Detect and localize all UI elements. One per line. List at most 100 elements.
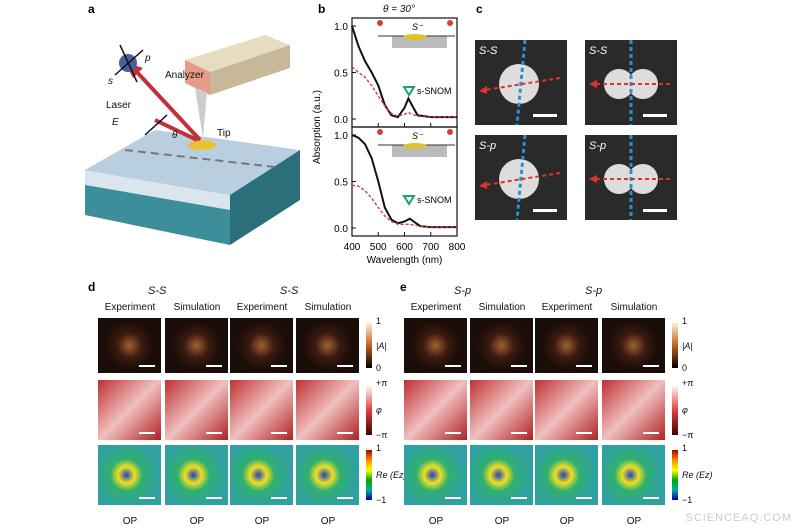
- substrate-side: [230, 150, 300, 245]
- arrow-head-icon: [589, 80, 597, 88]
- group-label: S-p: [454, 285, 472, 297]
- field-map: [165, 445, 228, 505]
- arrow-head-icon: [479, 181, 487, 189]
- colorbar: [672, 385, 678, 435]
- plot-frame: [351, 126, 458, 237]
- nanoparticle: [188, 140, 216, 150]
- op-label: OP: [254, 516, 270, 527]
- scale-bar: [511, 365, 527, 367]
- amplitude-map: [296, 318, 359, 373]
- phase-map: [470, 380, 533, 440]
- polarization-label: S-S: [479, 45, 498, 57]
- inset-particle: [403, 34, 427, 40]
- phase-map: [602, 380, 665, 440]
- tip: [195, 88, 207, 138]
- amplitude-map: [98, 318, 161, 373]
- x-tick-label: 600: [396, 242, 413, 253]
- x-tick-label: 700: [422, 242, 439, 253]
- sem-image: [475, 40, 567, 125]
- group-label: S-p: [585, 285, 603, 297]
- scale-bar: [576, 432, 592, 434]
- inset-label: S⁻: [412, 22, 424, 32]
- scale-bar: [139, 432, 155, 434]
- scale-bar: [337, 497, 353, 499]
- group-label: S-S: [148, 285, 167, 297]
- x-tick-label: 500: [370, 242, 387, 253]
- phase-map: [404, 380, 467, 440]
- phase-map: [98, 380, 161, 440]
- sem-image: [585, 135, 677, 220]
- s-snom-marker-icon: [402, 195, 416, 206]
- field-map: [296, 445, 359, 505]
- scale-bar: [271, 497, 287, 499]
- amplitude-map: [230, 318, 293, 373]
- op-label: OP: [559, 516, 575, 527]
- y-tick-label: 0.5: [334, 178, 348, 189]
- chart-title: θ = 30°: [383, 4, 415, 15]
- colorbar-max: 1: [682, 443, 688, 453]
- sem-image: [585, 40, 677, 125]
- panel-c-label: c: [476, 2, 483, 16]
- y-tick-label: 0.0: [334, 224, 348, 235]
- scale-bar: [337, 432, 353, 434]
- scale-bar: [337, 365, 353, 367]
- y-tick-label: 1.0: [334, 22, 348, 33]
- label-theta: θ: [172, 130, 178, 141]
- inset-label: S⁻: [412, 131, 424, 141]
- op-label: OP: [626, 516, 642, 527]
- column-header: Experiment: [410, 302, 462, 313]
- scale-bar: [511, 497, 527, 499]
- scale-bar: [271, 365, 287, 367]
- label-analyzer: Analyzer: [165, 70, 204, 81]
- watermark: SCIENCEAQ.COM: [685, 512, 792, 524]
- phase-map: [165, 380, 228, 440]
- polarization-label: S-S: [589, 45, 608, 57]
- inset-substrate: [392, 145, 447, 157]
- sem-image: [475, 135, 567, 220]
- scale-bar: [445, 365, 461, 367]
- field-map: [404, 445, 467, 505]
- arrow-head-icon: [589, 175, 597, 183]
- field-map: [98, 445, 161, 505]
- phase-map: [296, 380, 359, 440]
- op-label: OP: [428, 516, 444, 527]
- s-snom-curve: [351, 184, 457, 228]
- scale-bar: [206, 432, 222, 434]
- inset-source-icon: [377, 129, 383, 135]
- colorbar-max: 1: [682, 316, 688, 326]
- column-header: Simulation: [478, 302, 526, 313]
- s-snom-label: s-SNOM: [417, 195, 452, 205]
- colorbar-label: Re (Ez): [376, 470, 407, 480]
- column-header: Simulation: [173, 302, 221, 313]
- column-header: Simulation: [304, 302, 352, 313]
- scale-bar: [643, 114, 667, 117]
- scattered-beam: [133, 68, 202, 142]
- colorbar-max: 1: [376, 443, 382, 453]
- label-tip: Tip: [217, 128, 231, 139]
- colorbar-max: +π: [682, 378, 694, 388]
- x-tick-label: 800: [449, 242, 466, 253]
- amplitude-map: [165, 318, 228, 373]
- label-laser: Laser: [106, 100, 132, 111]
- inset-substrate: [392, 36, 447, 48]
- polarization-arrow: [484, 77, 561, 91]
- y-axis-label: Absorption (a.u.): [312, 90, 323, 164]
- colorbar-label: φ: [682, 405, 688, 415]
- colorbar: [366, 450, 372, 500]
- panel-e-label: e: [400, 280, 407, 294]
- op-label: OP: [320, 516, 336, 527]
- scale-bar: [511, 432, 527, 434]
- colorbar-min: −π: [682, 430, 694, 440]
- field-map: [602, 445, 665, 505]
- cantilever-top: [185, 35, 290, 72]
- colorbar-max: 1: [376, 316, 382, 326]
- scale-bar: [533, 114, 557, 117]
- substrate-top: [85, 130, 300, 195]
- cantilever-front: [185, 60, 210, 95]
- colorbar-label: Re (Ez): [682, 470, 713, 480]
- colorbar-label: |A|: [376, 340, 387, 351]
- colorbar-min: 0: [376, 363, 382, 373]
- scale-bar: [206, 497, 222, 499]
- column-header: Experiment: [104, 302, 156, 313]
